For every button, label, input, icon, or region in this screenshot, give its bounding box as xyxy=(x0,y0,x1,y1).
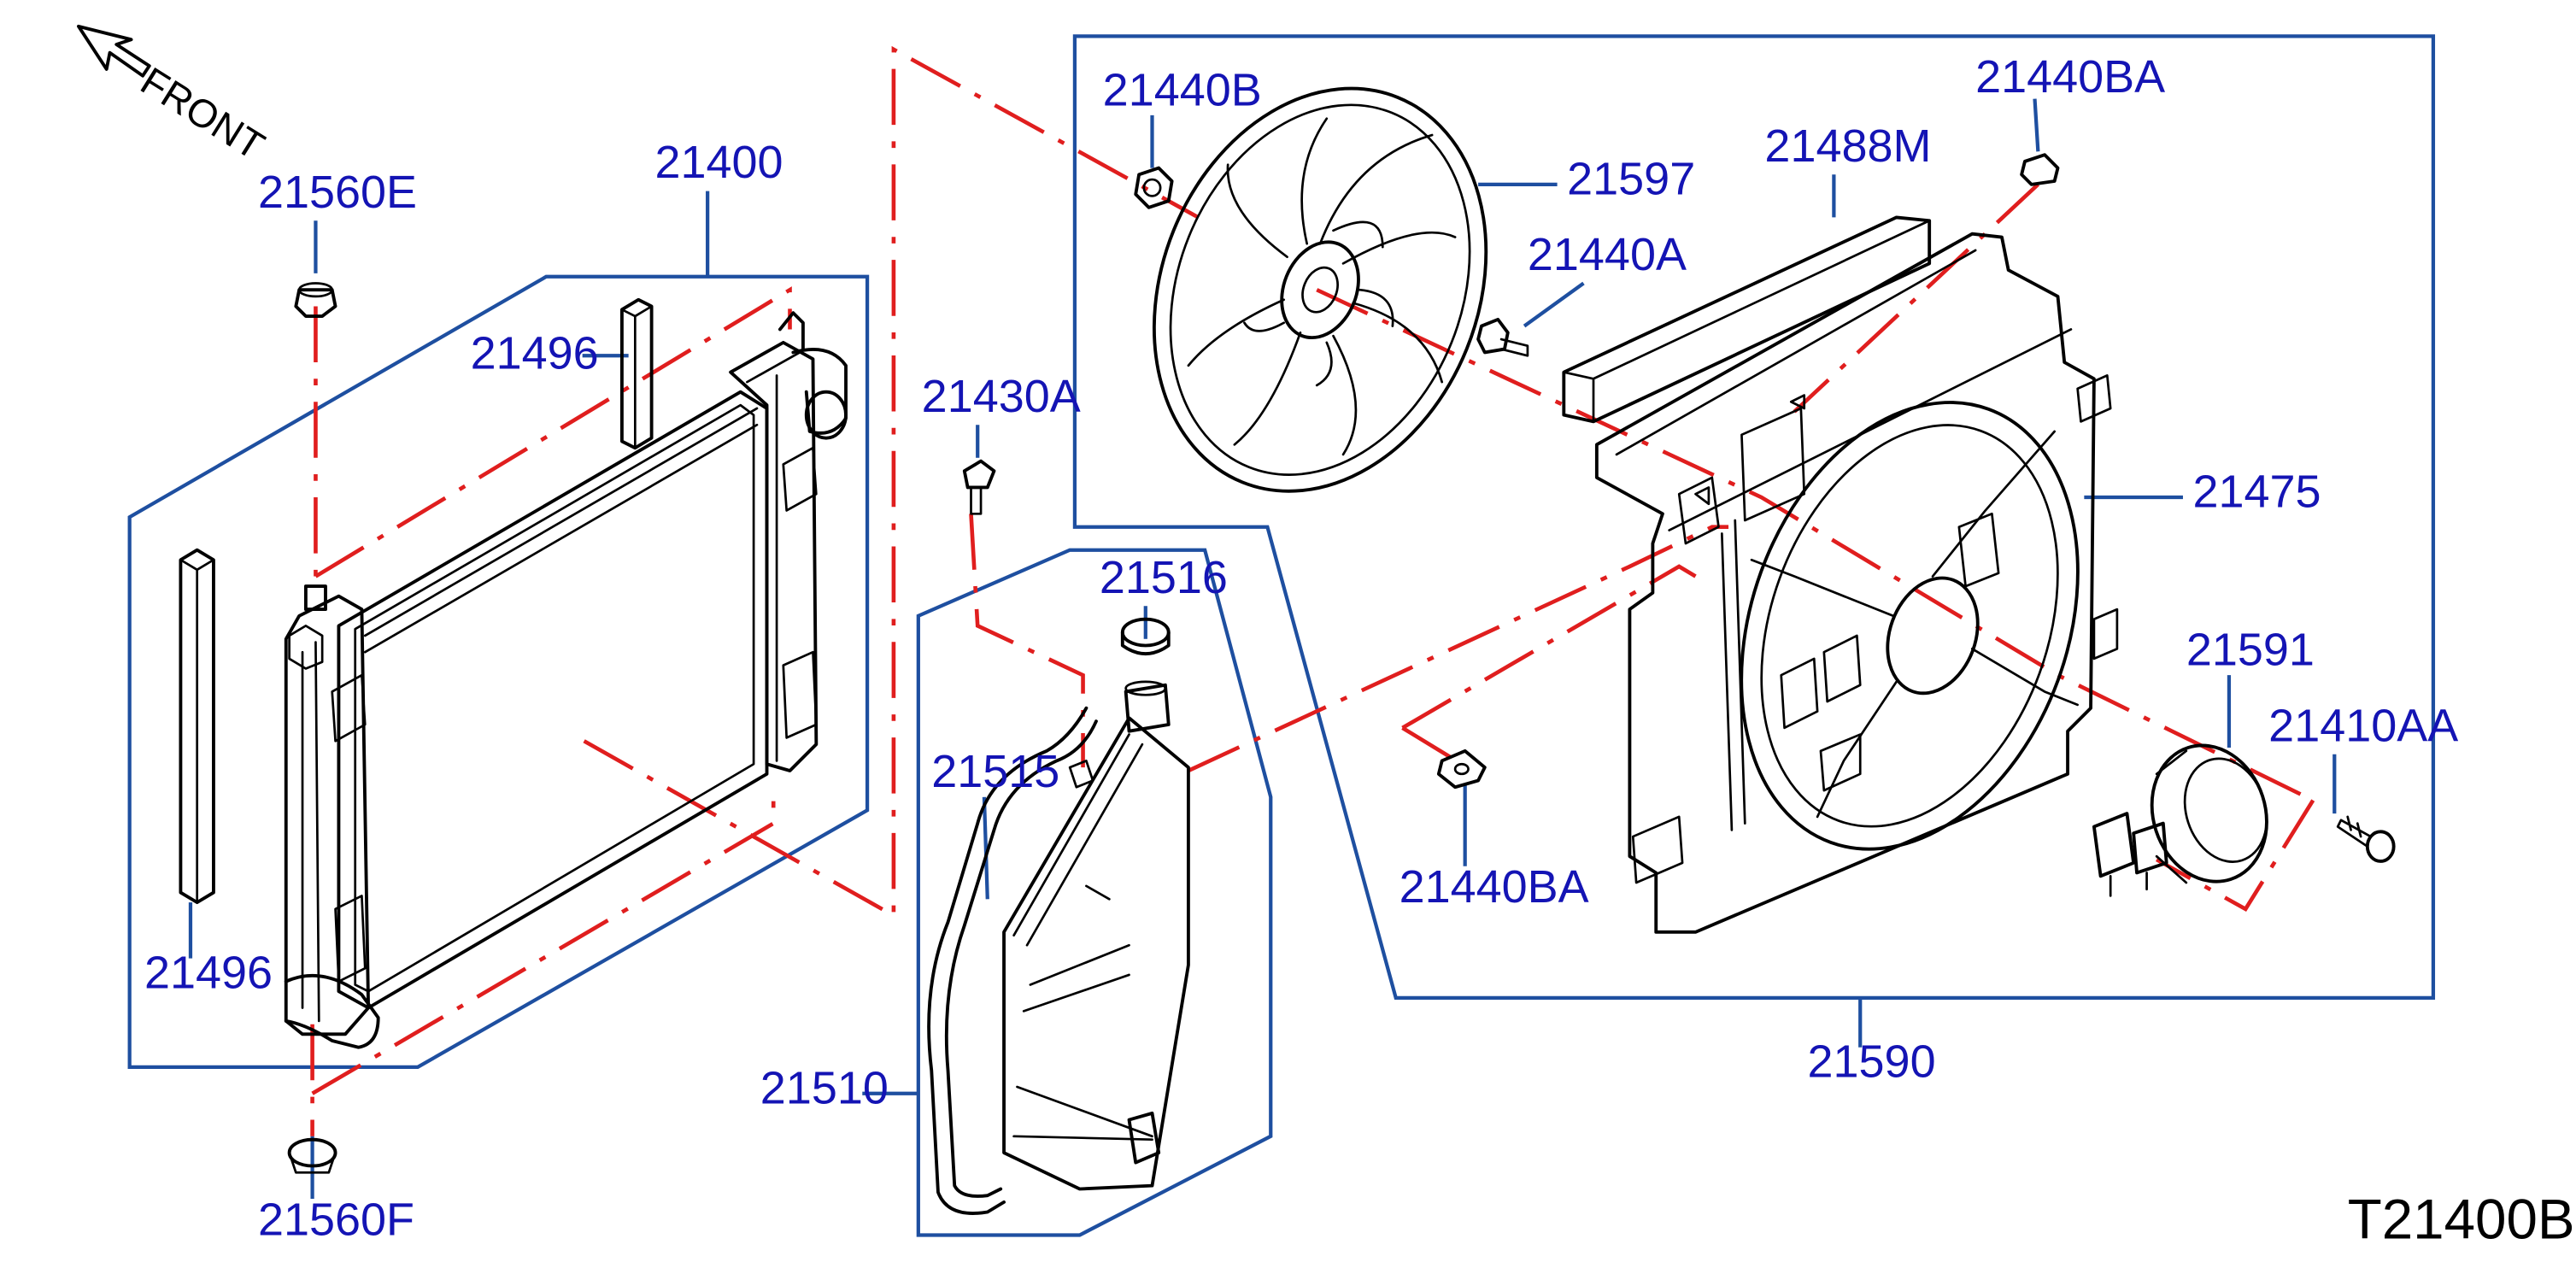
label-21560e: 21560E xyxy=(258,167,417,218)
assembly-lines xyxy=(310,45,2315,1136)
seal-strip-bottom xyxy=(179,548,215,905)
group-outlines xyxy=(127,34,2436,1237)
label-21440a: 21440A xyxy=(1528,229,1687,280)
leader-lines xyxy=(188,98,2337,1200)
label-21496-bottom: 21496 xyxy=(144,947,273,998)
clip-21440ba-top xyxy=(2020,153,2060,186)
clip-21440ba-bottom xyxy=(1436,748,1487,790)
diagram-code: T21400BP xyxy=(2348,1188,2576,1250)
radiator-group-outline xyxy=(127,274,870,1069)
label-21516: 21516 xyxy=(1100,552,1228,603)
label-21515: 21515 xyxy=(931,746,1059,797)
nut-21440b xyxy=(1134,166,1174,209)
label-21475: 21475 xyxy=(2193,467,2321,518)
label-21440ba-bottom: 21440BA xyxy=(1399,861,1589,913)
fan-motor xyxy=(2092,743,2268,897)
label-21440b: 21440B xyxy=(1103,64,1262,115)
label-21590: 21590 xyxy=(1808,1036,1936,1087)
label-21560f: 21560F xyxy=(258,1194,414,1245)
reservoir-tank xyxy=(927,680,1190,1215)
label-21430a: 21430A xyxy=(922,371,1081,422)
reservoir-group-outline xyxy=(916,548,1273,1237)
mount-bushing-top xyxy=(294,282,337,318)
label-21591: 21591 xyxy=(2186,625,2315,676)
reservoir-cap xyxy=(1120,617,1171,656)
mount-bushing-bottom xyxy=(287,1137,337,1174)
cooling-fan xyxy=(1152,86,1488,493)
seal-strip-21488m xyxy=(1562,215,1932,424)
label-21597: 21597 xyxy=(1567,153,1695,204)
label-21440ba-top: 21440BA xyxy=(1975,51,2165,103)
label-21400: 21400 xyxy=(654,137,783,188)
label-21510: 21510 xyxy=(760,1062,889,1113)
part-labels: 21400 21496 21496 21560E 21560F 21430A 2… xyxy=(144,51,2458,1246)
screw-21410aa xyxy=(2336,815,2396,863)
fan-group-outline xyxy=(1072,34,2436,1001)
label-21410aa: 21410AA xyxy=(2268,700,2458,751)
label-21488m: 21488M xyxy=(1764,120,1931,172)
front-arrow-icon xyxy=(76,24,151,78)
label-21496-top: 21496 xyxy=(471,328,599,379)
bolt-21440a xyxy=(1476,317,1529,357)
fan-shroud xyxy=(1594,232,2119,934)
bolt-21430a xyxy=(962,459,996,515)
seal-strip-top xyxy=(619,297,654,450)
front-label: FRONT xyxy=(133,58,273,168)
radiator xyxy=(284,311,848,1049)
